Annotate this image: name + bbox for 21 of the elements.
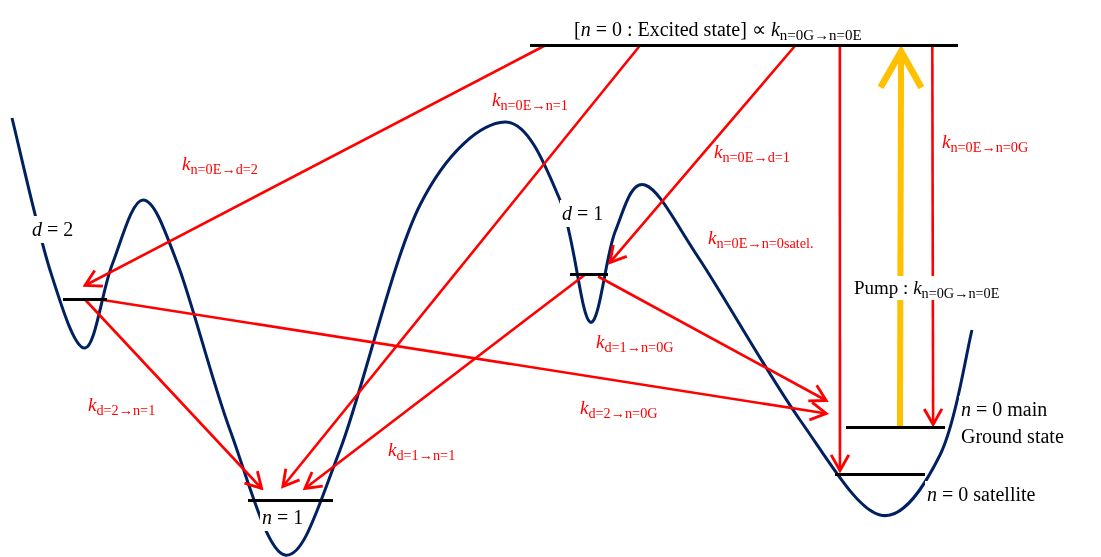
arrow: [608, 44, 797, 264]
arrow: [829, 45, 851, 472]
level-label: d = 2: [30, 216, 76, 243]
arrow: [83, 44, 546, 288]
edge-label: k$_{n=0E→n=0G}$: [941, 130, 1030, 154]
arrow: [597, 275, 828, 403]
edge-label: Pump : k$_{n=0G→n=0E}$: [852, 276, 1002, 300]
level-label: d = 1: [560, 200, 606, 227]
edge-label: k$_{n=0E→d=1}$: [713, 140, 791, 164]
edge-label: k$_{n=0E→d=2}$: [181, 152, 259, 176]
arrow: [281, 44, 641, 488]
edge-label: k$_{n=0E→n=1}$: [491, 88, 569, 112]
edge-label: k$_{d=2→n=0G}$: [579, 396, 659, 420]
arrow: [303, 273, 586, 490]
edge-label: k$_{d=1→n=1}$: [387, 438, 457, 462]
arrow: [922, 45, 944, 426]
edge-label: k$_{d=2→n=1}$: [87, 393, 157, 417]
arrow: [877, 48, 925, 428]
arrow: [84, 298, 264, 490]
edge-label: k$_{d=1→n=0G}$: [595, 330, 675, 354]
edge-label: k$_{n=0E→n=0satel.}$: [707, 226, 815, 250]
